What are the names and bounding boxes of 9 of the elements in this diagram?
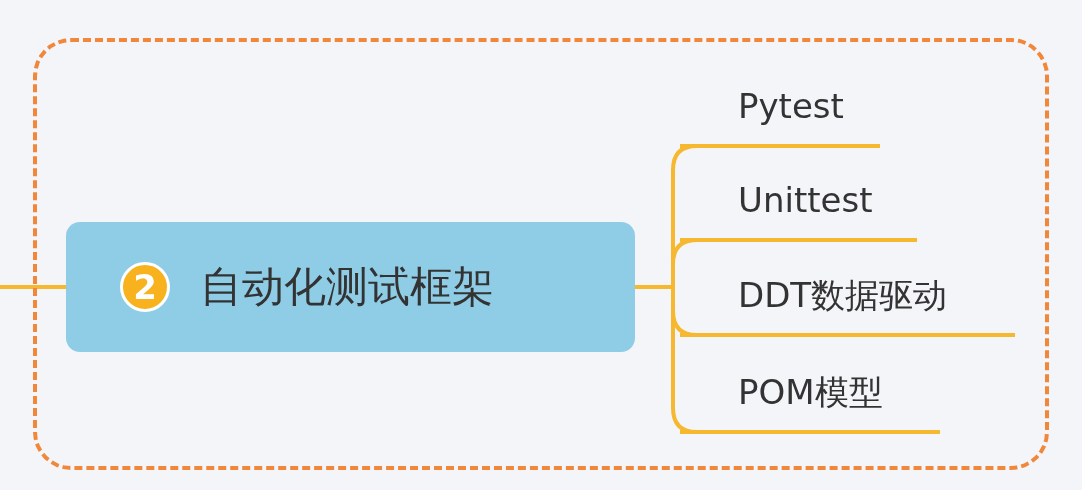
number-badge: 2 bbox=[120, 262, 170, 312]
topic-box bbox=[66, 222, 635, 352]
branch-topic: Pytest bbox=[680, 82, 880, 148]
dashed-frame bbox=[33, 38, 1049, 470]
topic-title: 自动化测试框架 bbox=[200, 261, 494, 313]
branch-topic: POM模型 bbox=[680, 368, 940, 434]
branch-topic: DDT数据驱动 bbox=[680, 271, 1015, 337]
branch-topic: Unittest bbox=[680, 176, 917, 242]
branch-line bbox=[0, 285, 66, 289]
